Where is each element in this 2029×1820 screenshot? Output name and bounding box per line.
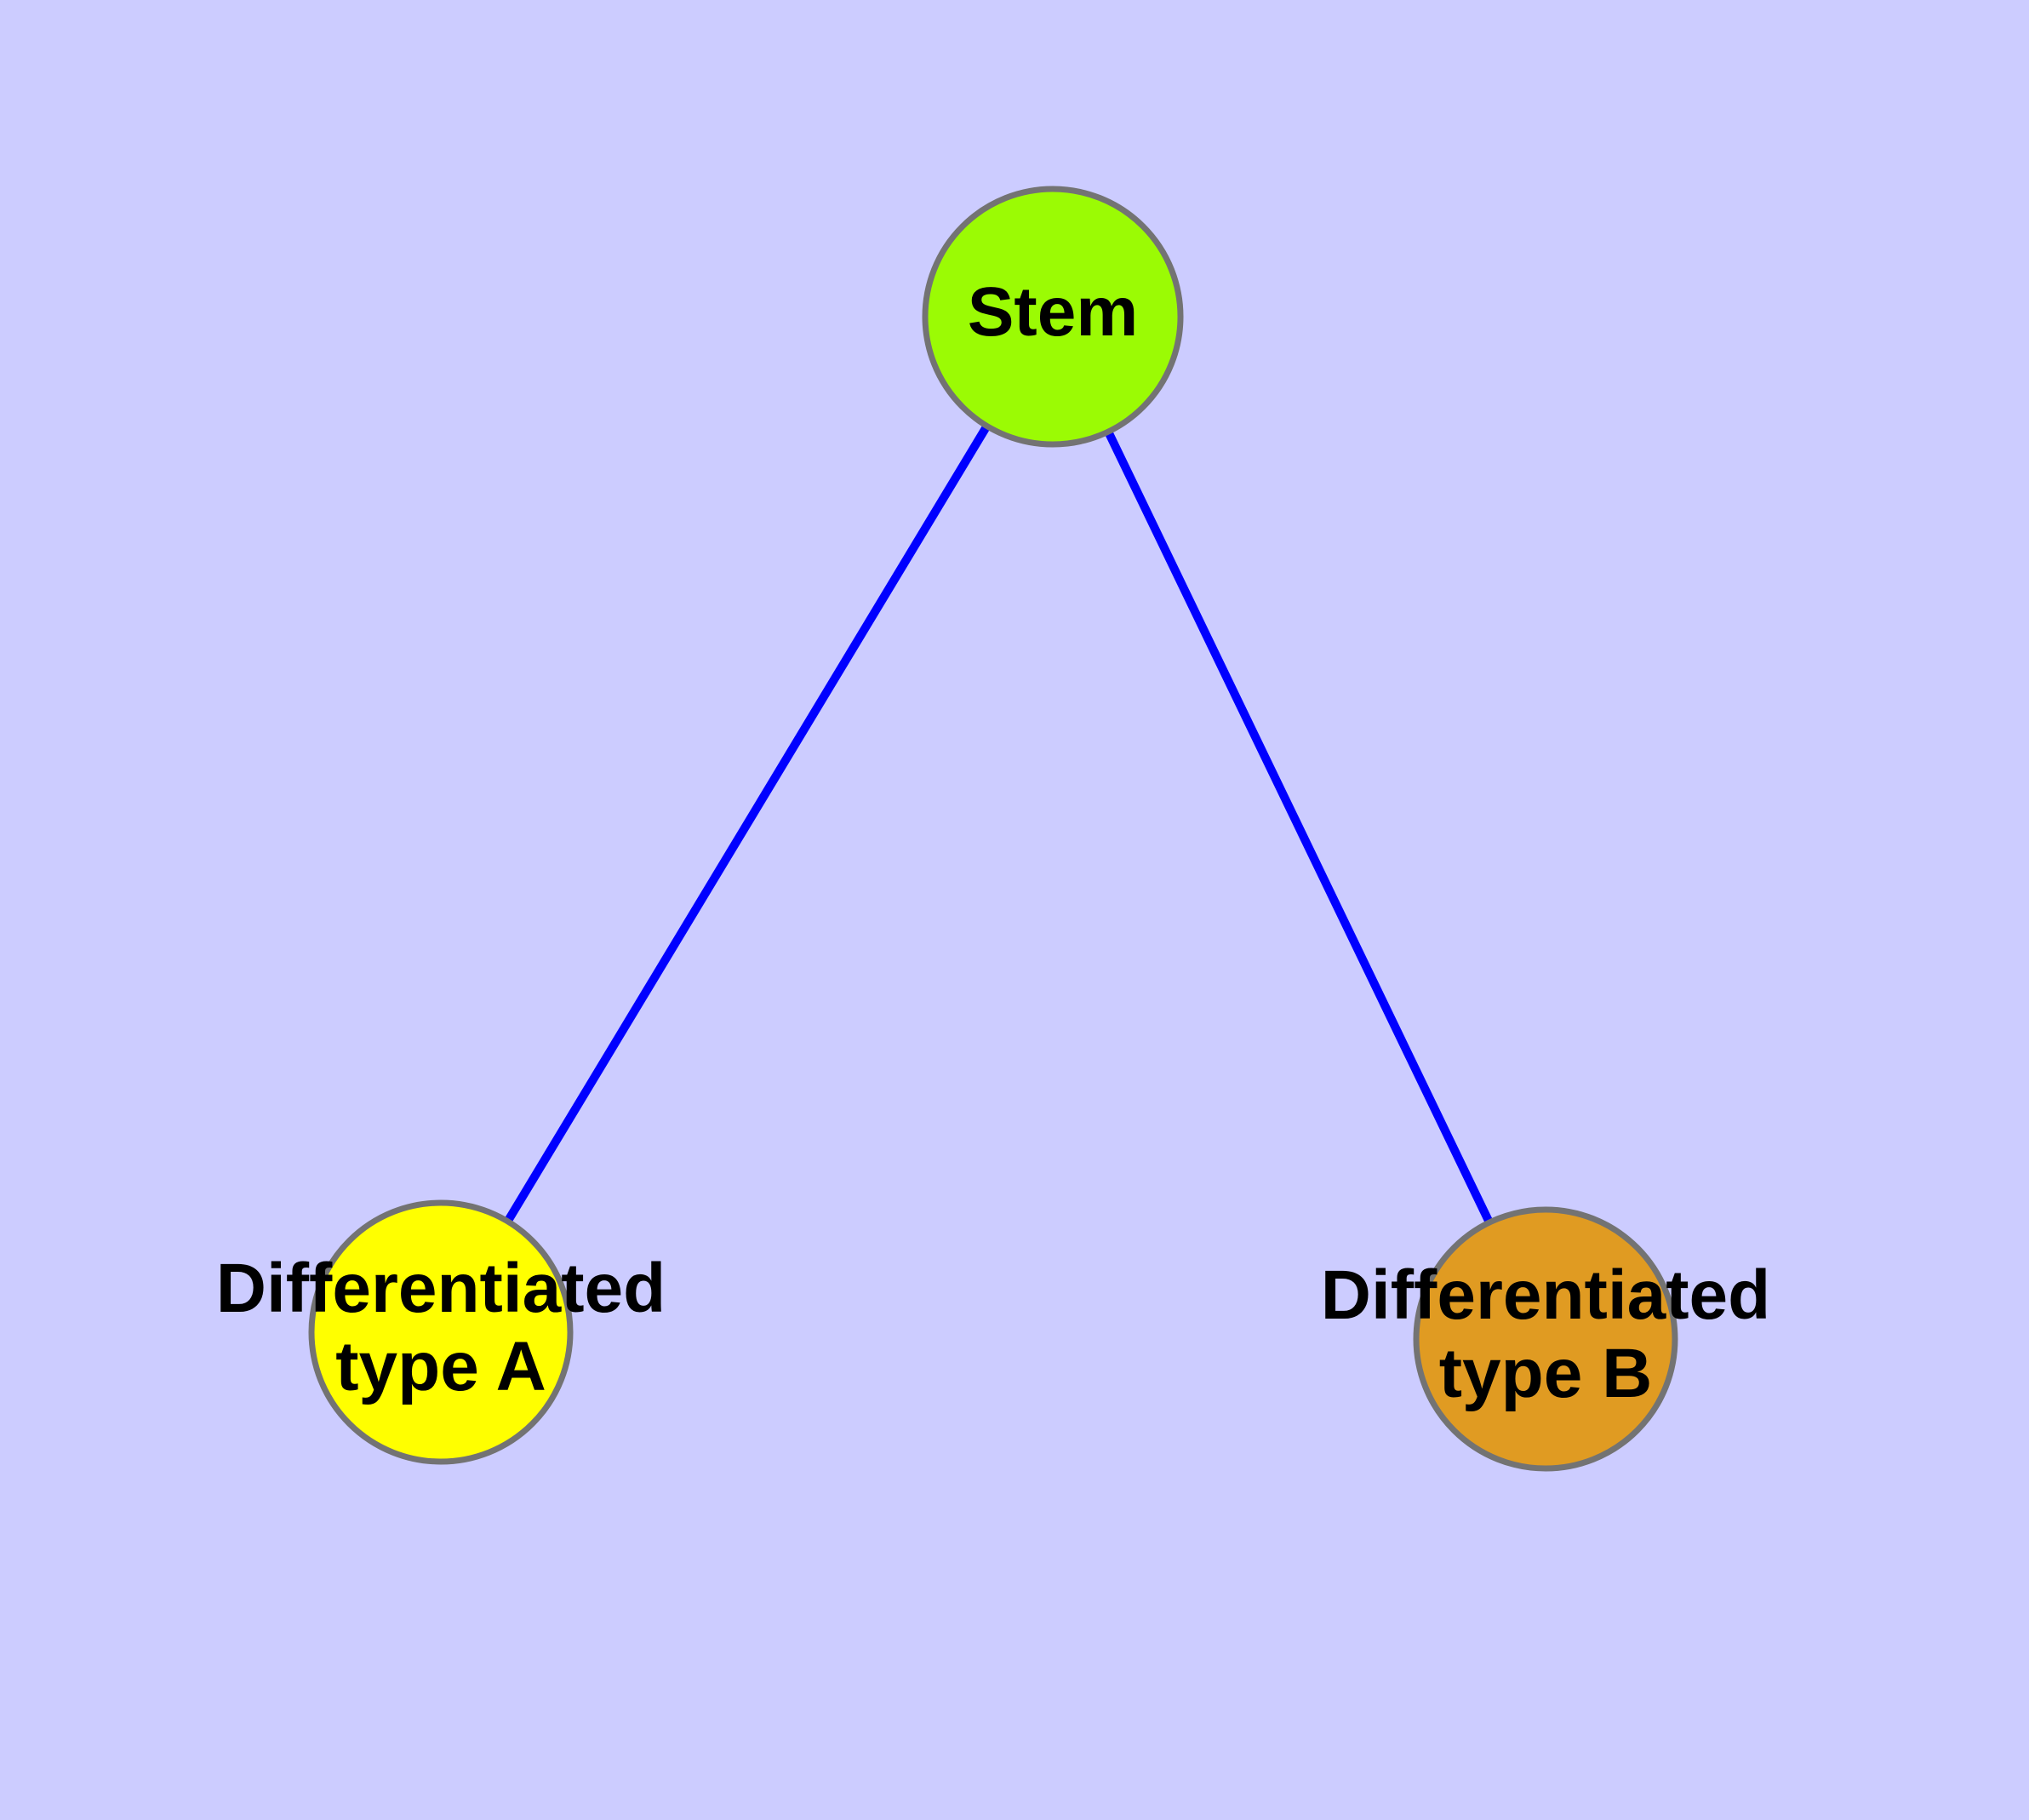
node-label-line: type B [1439,1335,1653,1412]
edge-stem-diff-a[interactable] [504,423,991,1224]
node-diff_b[interactable] [1413,1206,1678,1472]
edges-layer [504,423,1494,1225]
edge-stem-diff-b[interactable] [1104,429,1494,1225]
node-stem[interactable] [922,186,1184,448]
nodes-layer [308,186,1678,1472]
node-label-line: Differentiated [216,1250,666,1327]
node-label-line: Stem [968,273,1139,351]
node-label-stem: Stem [968,273,1139,351]
node-label-line: type A [335,1328,546,1405]
node-label-line: Differentiated [1321,1256,1771,1334]
node-diff_a[interactable] [308,1199,574,1465]
